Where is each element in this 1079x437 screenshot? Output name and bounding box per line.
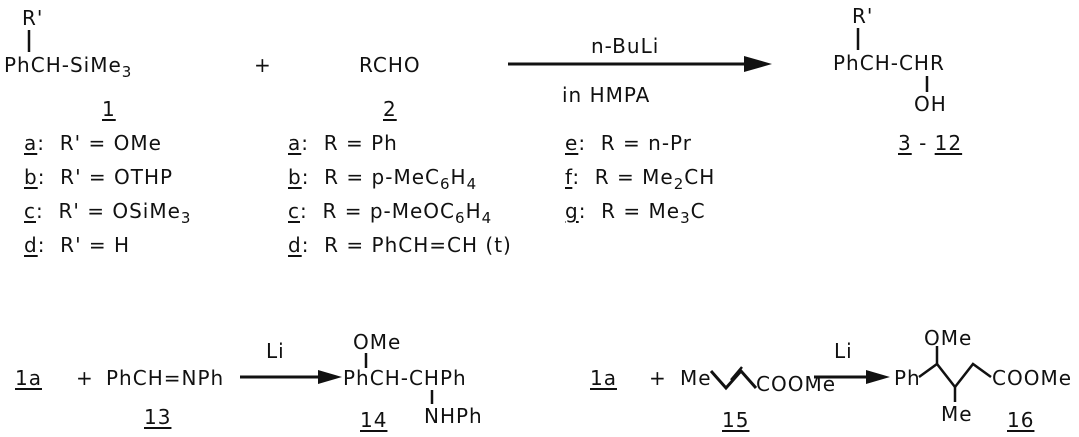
arrow-2-head — [318, 370, 342, 384]
r-c-sub: 6 — [455, 209, 466, 227]
r-f-tail: CH — [684, 165, 716, 189]
conditions-below: in HMPA — [562, 83, 651, 107]
r-prime-b: b: R' = OTHP — [24, 165, 173, 189]
r-c-colon: : — [300, 199, 308, 223]
r-e: e: R = n-Pr — [565, 131, 692, 155]
r-f-colon: : — [572, 165, 581, 189]
product-16-ph: Ph — [894, 366, 921, 390]
r-b-key: b — [288, 165, 302, 189]
imine-formula: PhCH=NPh — [106, 366, 225, 390]
r-c-mid: H — [465, 199, 482, 223]
r-prime-b-colon: : — [37, 165, 46, 189]
r-prime-a: a: R' = OMe — [24, 131, 162, 155]
r-c-text: R = p-MeOC — [322, 199, 456, 223]
product-hydroxyl: OH — [914, 92, 947, 116]
r-f-key: f — [565, 165, 573, 189]
product-16-me: Me — [941, 402, 973, 426]
r-c-sub2: 4 — [481, 209, 493, 227]
r-prime-b-text: R' = OTHP — [60, 165, 174, 189]
product-label-end: 12 — [934, 131, 963, 155]
product-14-nhph: NHPh — [424, 404, 483, 428]
r-b-sub: 6 — [439, 175, 451, 193]
ester-15-label: 15 — [722, 408, 750, 432]
reagent-1-formula: PhCH-SiMe3 — [4, 53, 132, 80]
scheme2-plus: + — [76, 366, 94, 390]
r-b-mid: H — [450, 165, 467, 189]
r-prime-c-text: R' = OSiMe — [58, 199, 181, 223]
arrow-3-head — [866, 370, 890, 384]
r-d-key: d — [288, 233, 302, 257]
r-d: d: R = PhCH=CH (t) — [288, 233, 512, 257]
r-prime-c-sub: 3 — [180, 209, 192, 227]
imine-label: 13 — [144, 405, 172, 429]
r-g-sub: 3 — [680, 209, 691, 227]
r-g-colon: : — [578, 199, 587, 223]
reagent-2-formula: RCHO — [359, 53, 421, 77]
r-g-key: g — [565, 199, 579, 223]
r-a-text: R = Ph — [323, 131, 398, 155]
ester-15-me: Me — [680, 366, 712, 390]
r-f: f: R = Me2CH — [565, 165, 716, 192]
r-a-key: a — [288, 131, 302, 155]
ester-15-coome: COOMe — [756, 372, 837, 396]
r-prime-d: d: R' = H — [24, 233, 130, 257]
r-prime-b-key: b — [24, 165, 38, 189]
product-label: 3 - 12 — [898, 131, 962, 155]
product-16-coome: COOMe — [992, 366, 1073, 390]
r-prime-a-key: a — [24, 131, 38, 155]
r-b: b: R = p-MeC6H4 — [288, 165, 477, 192]
product-formula: PhCH-CHR — [833, 51, 945, 75]
product-16-chain — [918, 362, 992, 390]
main-arrow-head — [744, 56, 772, 72]
r-a: a: R = Ph — [288, 131, 398, 155]
r-f-sub: 2 — [673, 175, 685, 193]
reagent-2-label: 2 — [383, 97, 397, 121]
ester-15-chain — [709, 368, 758, 391]
r-a-colon: : — [301, 131, 310, 155]
reagent-1-substituent: R' — [22, 6, 44, 30]
ester-15-double — [730, 366, 743, 381]
plus-1: + — [254, 53, 272, 77]
scheme3-plus: + — [649, 366, 667, 390]
r-g-text: R = Me — [601, 199, 681, 223]
product-14-formula: PhCH-CHPh — [343, 366, 467, 390]
r-b-sub2: 4 — [466, 175, 478, 193]
r-e-key: e — [565, 131, 579, 155]
r-prime-c: c: R' = OSiMe3 — [24, 199, 191, 226]
product-label-sep: - — [919, 131, 928, 155]
r-prime-d-text: R' = H — [60, 233, 131, 257]
r-f-text: R = Me — [594, 165, 674, 189]
r-g: g: R = Me3C — [565, 199, 706, 226]
reagent-1-formula-text: PhCH-SiMe — [4, 53, 122, 77]
r-prime-d-key: d — [24, 233, 38, 257]
r-e-text: R = n-Pr — [600, 131, 692, 155]
scheme2-reactant: 1a — [15, 366, 42, 390]
r-e-colon: : — [578, 131, 587, 155]
r-d-colon: : — [301, 233, 310, 257]
r-prime-c-key: c — [24, 199, 36, 223]
scheme2-reagent: Li — [266, 339, 285, 363]
r-prime-a-colon: : — [37, 131, 46, 155]
r-c-key: c — [288, 199, 300, 223]
r-c: c: R = p-MeOC6H4 — [288, 199, 492, 226]
product-16-ome: OMe — [924, 326, 973, 350]
r-prime-c-colon: : — [36, 199, 44, 223]
r-d-text: R = PhCH=CH (t) — [324, 233, 512, 257]
r-b-text: R = p-MeC — [324, 165, 440, 189]
reagent-1-subscript: 3 — [121, 63, 133, 81]
product-16-label: 16 — [1007, 408, 1035, 432]
product-label-start: 3 — [898, 131, 912, 155]
scheme3-reagent: Li — [834, 339, 853, 363]
product-substituent: R' — [852, 4, 874, 28]
reagent-1-label: 1 — [102, 97, 116, 121]
r-prime-a-text: R' = OMe — [59, 131, 162, 155]
scheme3-reactant: 1a — [590, 366, 617, 390]
conditions-above: n-BuLi — [591, 34, 660, 58]
product-14-label: 14 — [360, 408, 388, 432]
r-prime-d-colon: : — [37, 233, 46, 257]
r-b-colon: : — [301, 165, 310, 189]
product-14-ome: OMe — [353, 330, 402, 354]
r-g-tail: C — [690, 199, 706, 223]
